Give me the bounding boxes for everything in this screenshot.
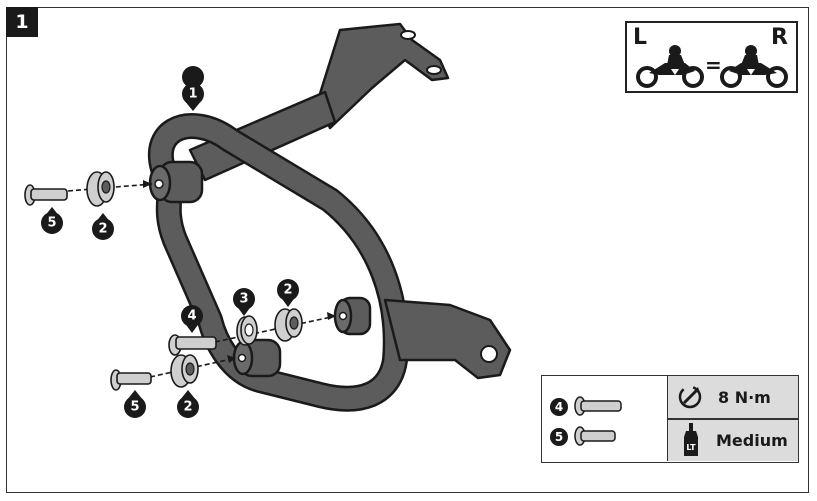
callout-bolt-long: 4 bbox=[181, 305, 203, 333]
left-side-label: L bbox=[633, 25, 648, 50]
bolt-top-part bbox=[24, 184, 68, 206]
motorcycle-left-icon bbox=[636, 45, 704, 88]
spec-row-1-item: 4 bbox=[550, 398, 568, 416]
right-side-label: R bbox=[771, 25, 788, 50]
callout-bolt-long-label: 4 bbox=[187, 309, 196, 324]
callout-spacer-bottom: 2 bbox=[177, 390, 199, 418]
spacer-bottom-part bbox=[170, 354, 199, 388]
callout-frame-part: 1 bbox=[182, 66, 205, 111]
callout-spacer-right-label: 2 bbox=[283, 283, 292, 298]
callout-washer: 3 bbox=[233, 288, 255, 316]
spec-row-2-item: 5 bbox=[550, 428, 568, 446]
callout-bolt-bottom: 5 bbox=[124, 390, 146, 418]
torque-wrench-icon bbox=[678, 385, 702, 409]
lower-mount-bracket bbox=[383, 298, 512, 380]
upper-mount-bracket bbox=[316, 22, 450, 130]
callout-washer-label: 3 bbox=[239, 292, 248, 307]
callout-spacer-top: 2 bbox=[92, 213, 114, 240]
callout-spacer-top-label: 2 bbox=[98, 222, 107, 237]
equals-sign: = bbox=[705, 53, 722, 77]
bolt-long-part bbox=[168, 334, 217, 356]
callout-spacer-bottom-label: 2 bbox=[183, 400, 192, 415]
callout-bolt-top: 5 bbox=[41, 207, 63, 234]
threadlocker-bottle-icon: LT bbox=[684, 423, 698, 456]
bolt-short-small-icon bbox=[574, 426, 616, 446]
frame-tube bbox=[150, 115, 407, 410]
spacer-top-part bbox=[86, 171, 115, 207]
threadlocker-strength: Medium bbox=[716, 431, 788, 450]
upper-mount-hole-1 bbox=[400, 30, 416, 40]
bolt-long-small-icon bbox=[574, 396, 622, 416]
step-number-badge: 1 bbox=[6, 7, 38, 37]
spec-table: 4 5 8 N·m LT Medium bbox=[541, 375, 799, 463]
bottle-label: LT bbox=[686, 443, 696, 452]
callout-frame-label: 1 bbox=[188, 87, 197, 102]
washer-part bbox=[236, 315, 258, 346]
torque-value: 8 N·m bbox=[718, 388, 771, 407]
upper-mount-hole-2 bbox=[426, 65, 442, 75]
callout-spacer-right: 2 bbox=[277, 279, 299, 307]
lower-mount-hole bbox=[480, 345, 498, 363]
side-indicator-box: L R = bbox=[625, 21, 798, 93]
motorcycle-right-icon bbox=[720, 45, 788, 88]
bolt-bottom-part bbox=[110, 369, 152, 391]
callout-bolt-top-label: 5 bbox=[47, 216, 56, 231]
spacer-right-part bbox=[274, 308, 303, 342]
callout-bolt-bottom-label: 5 bbox=[130, 400, 139, 415]
spec-divider bbox=[668, 418, 799, 420]
spec-values-panel: 8 N·m LT Medium bbox=[667, 376, 799, 461]
diagram-frame bbox=[6, 7, 809, 493]
